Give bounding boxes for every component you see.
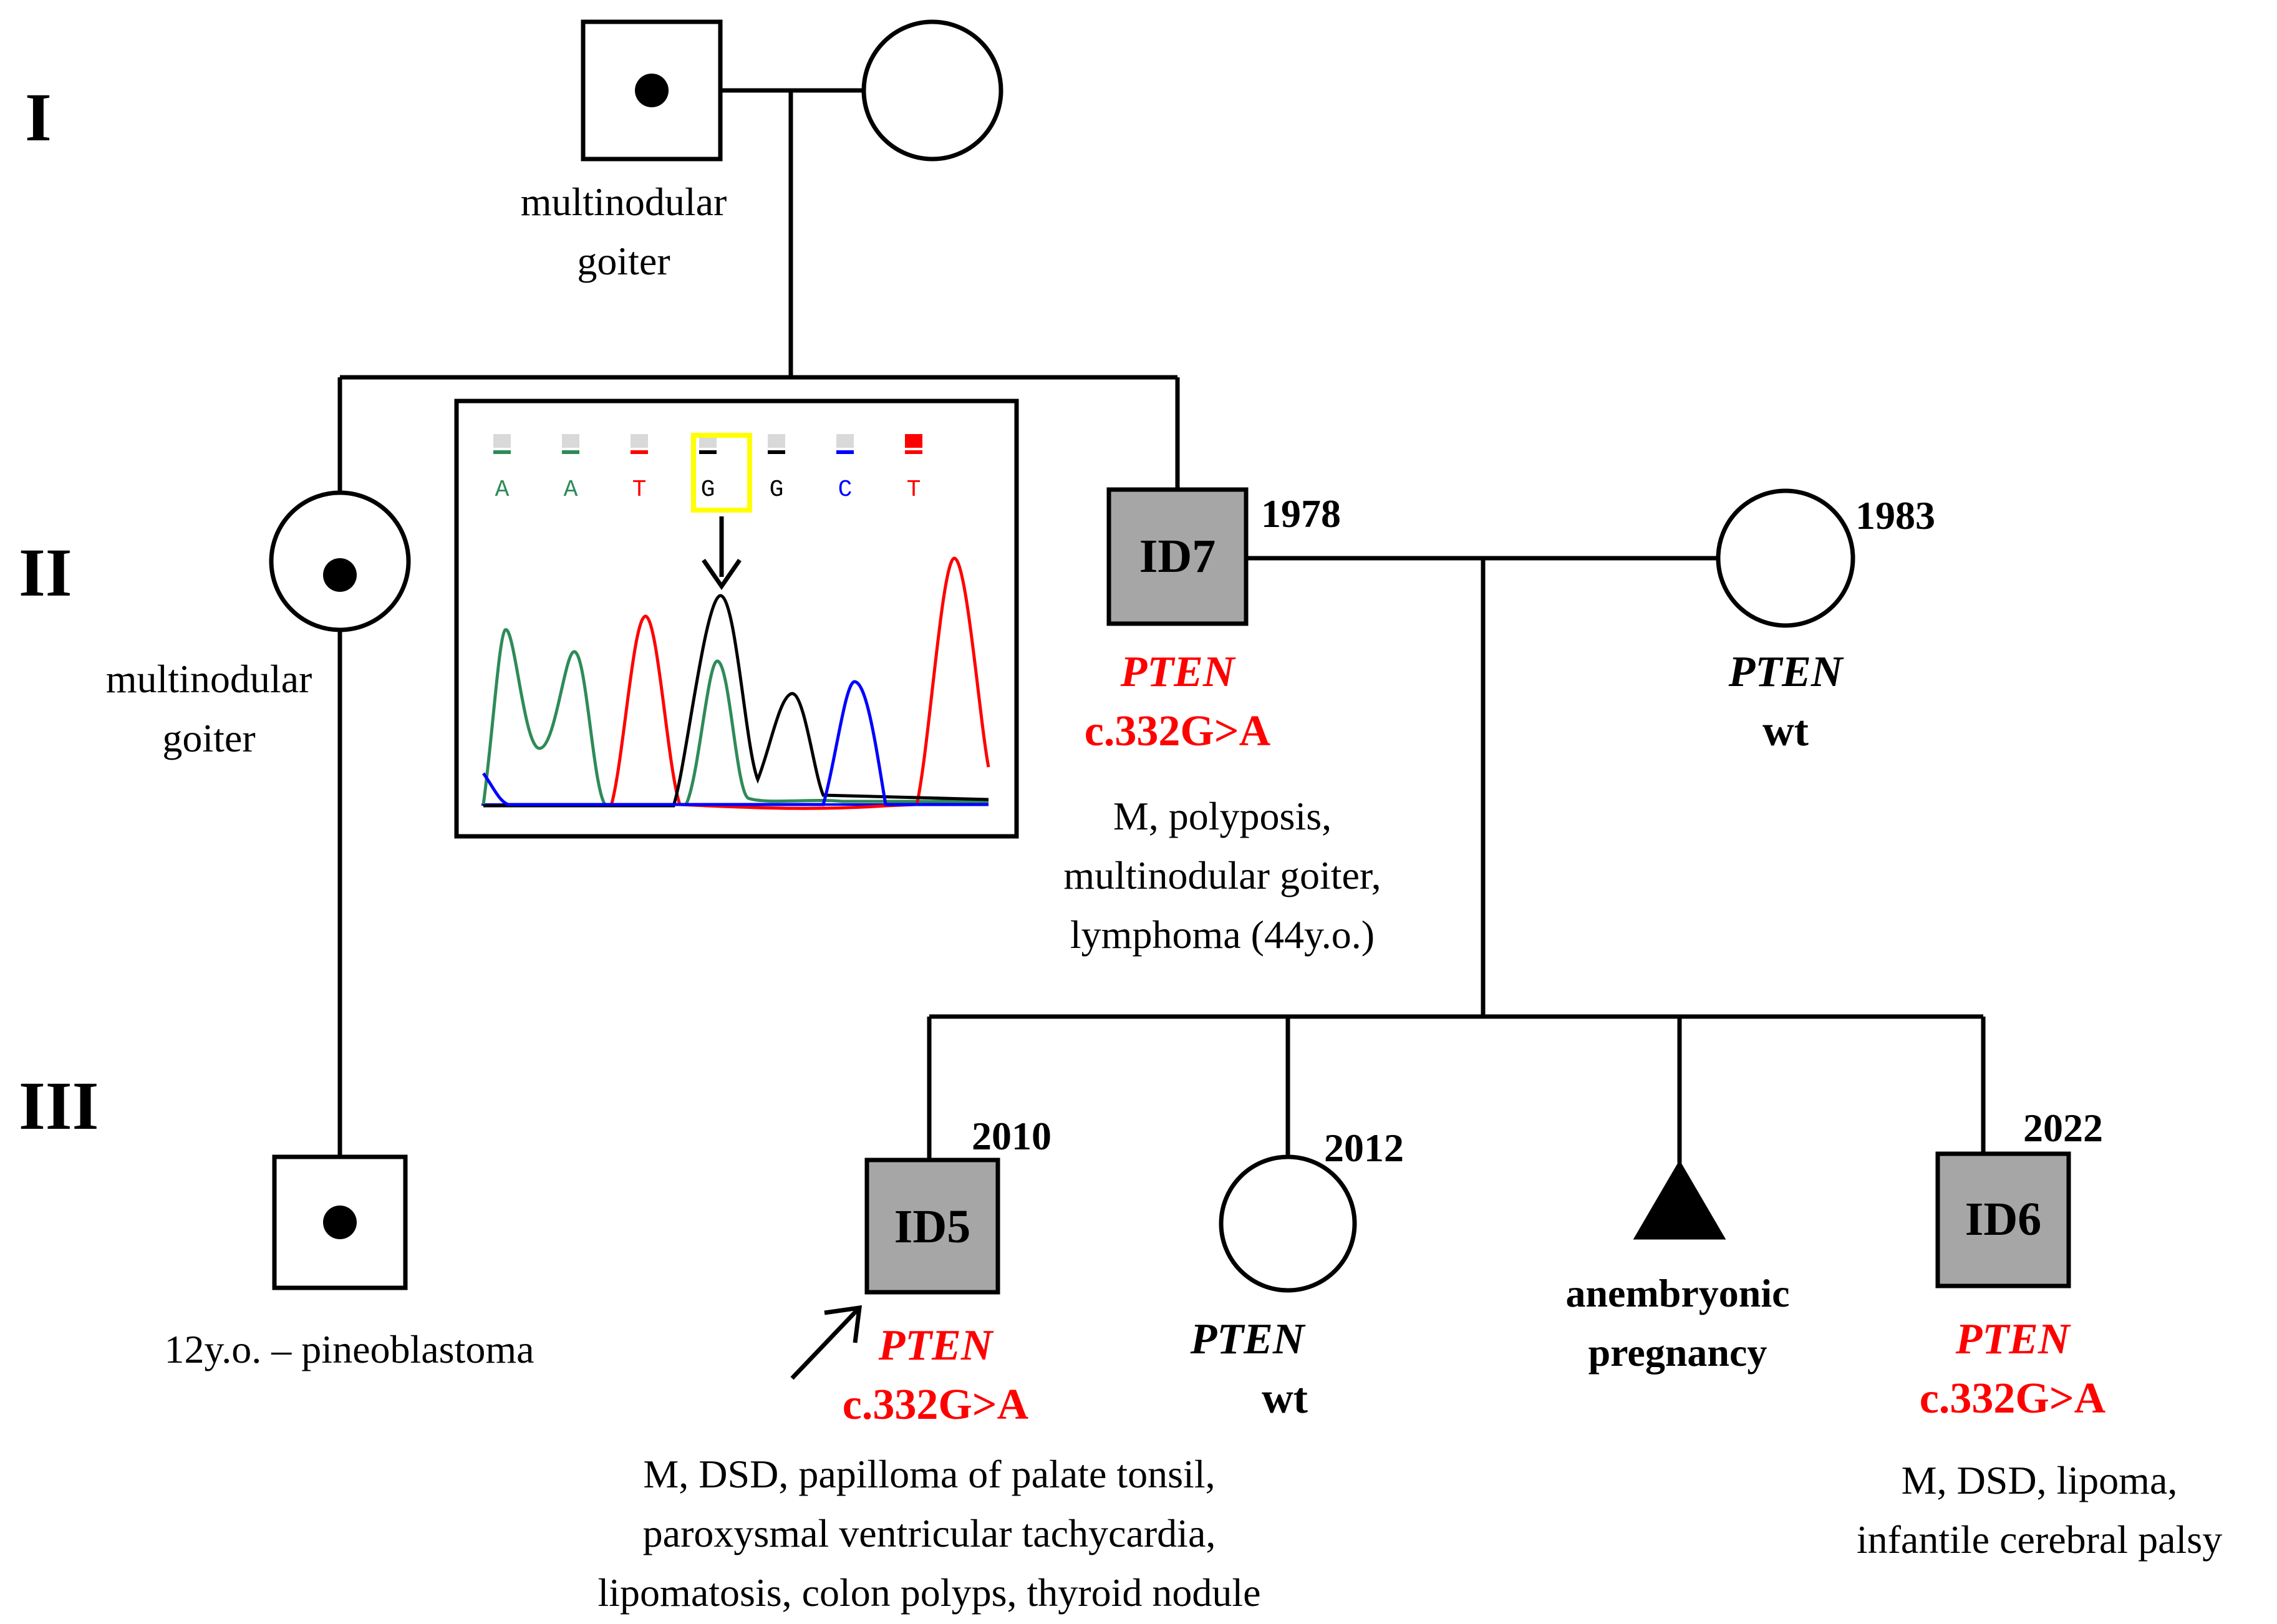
id7-label: ID7 (1139, 530, 1216, 582)
base-call: A (564, 476, 578, 503)
trace-a (481, 628, 989, 806)
pregnancy-note: anembryonic (1565, 1271, 1789, 1315)
id7-note: M, polyposis, (1113, 794, 1332, 838)
individual-id7: ID7 1978 PTEN c.332G>A M, polyposis, mul… (1063, 487, 1381, 957)
base-call: A (495, 476, 510, 503)
id5-note: M, DSD, papilloma of palate tonsil, (643, 1452, 1215, 1496)
highlight-box (691, 433, 752, 513)
base-tick (768, 450, 785, 454)
id6-note: M, DSD, lipoma, (1902, 1458, 2178, 1502)
anembryonic-pregnancy: anembryonic pregnancy (1565, 1160, 1790, 1375)
gen1-father (581, 19, 723, 162)
id7-partner: 1983 PTEN wt (1716, 488, 1935, 755)
gen3-cousin-note: 12y.o. – pineoblastoma (164, 1327, 534, 1371)
id5-label: ID5 (894, 1201, 970, 1253)
base-call: G (701, 476, 715, 503)
quality-bar (836, 434, 854, 448)
base-call: G (770, 476, 784, 503)
female-symbol (1716, 488, 1855, 628)
id7-partner-year: 1983 (1855, 493, 1935, 538)
female-symbol (1219, 1154, 1357, 1293)
individual-id6: ID6 2022 PTEN c.332G>A M, DSD, lipoma, i… (1857, 1106, 2222, 1562)
generation-label-ii: II (19, 534, 72, 611)
arrow-head-icon (702, 559, 742, 591)
carrier-dot (635, 74, 669, 107)
proband-arrow (790, 1308, 859, 1380)
gen1-father-note: goiter (577, 239, 670, 283)
affected-male-symbol (1935, 1151, 2071, 1288)
base-tick (905, 450, 922, 454)
carrier-dot (323, 558, 357, 592)
id6-gene: PTEN (1955, 1315, 2071, 1363)
base-tick (699, 450, 717, 454)
generation-label-i: I (25, 79, 52, 155)
sister-year: 2012 (1324, 1126, 1404, 1170)
quality-bar (562, 434, 579, 448)
trace-g (483, 594, 989, 808)
id6-note: infantile cerebral palsy (1857, 1517, 2222, 1562)
quality-bar (493, 434, 511, 448)
gen2-aunt-note: multinodular (106, 657, 312, 701)
id7-note: multinodular goiter, (1063, 853, 1381, 897)
pregnancy-triangle (1633, 1160, 1726, 1240)
id7-variant: c.332G>A (1085, 707, 1271, 755)
id7-partner-status: wt (1762, 707, 1809, 755)
individual-id5: ID5 2010 PTEN c.332G>A M, DSD, papilloma… (597, 1114, 1260, 1615)
gen2-aunt (269, 490, 411, 632)
gen3-cousin: 12y.o. – pineoblastoma (164, 1154, 534, 1371)
base-tick (562, 450, 579, 454)
affected-male-symbol (1106, 487, 1249, 626)
base-tick (493, 450, 511, 454)
trace-t (483, 556, 990, 810)
pregnancy-note: pregnancy (1588, 1330, 1767, 1375)
id5-note: paroxysmal ventricular tachycardia, (643, 1511, 1216, 1555)
sister-gene: PTEN (1190, 1315, 1306, 1363)
gen1-father-note: multinodular (521, 180, 727, 224)
base-tick (836, 450, 854, 454)
base-call: C (838, 476, 853, 503)
quality-bar (905, 434, 922, 448)
quality-bar (631, 434, 648, 448)
gen2-aunt-note: goiter (162, 716, 255, 760)
id6-year: 2022 (2023, 1106, 2103, 1150)
generation-label-iii: III (19, 1068, 99, 1144)
id5-year: 2010 (972, 1114, 1051, 1158)
carrier-dot (323, 1206, 357, 1239)
chromatogram-frame (454, 399, 1019, 839)
id7-year: 1978 (1261, 491, 1341, 536)
id5-variant: c.332G>A (843, 1381, 1029, 1429)
trace-c (481, 680, 989, 806)
sister-2012: 2012 PTEN wt (1190, 1126, 1404, 1423)
id6-label: ID6 (1965, 1193, 2041, 1245)
id5-gene: PTEN (878, 1322, 994, 1370)
id7-partner-gene: PTEN (1728, 648, 1844, 696)
base-tick (631, 450, 648, 454)
affected-male-symbol (864, 1158, 1000, 1295)
id6-variant: c.332G>A (1920, 1375, 2106, 1423)
id7-note: lymphoma (44y.o.) (1070, 912, 1375, 957)
quality-bar (768, 434, 785, 448)
sister-status: wt (1262, 1375, 1308, 1423)
id7-gene: PTEN (1120, 648, 1236, 696)
base-call: T (907, 476, 921, 503)
gen1-mother (861, 19, 1003, 162)
id5-note: lipomatosis, colon polyps, thyroid nodul… (597, 1570, 1260, 1615)
base-call: T (632, 476, 647, 503)
arrow-head-icon (824, 1305, 863, 1343)
